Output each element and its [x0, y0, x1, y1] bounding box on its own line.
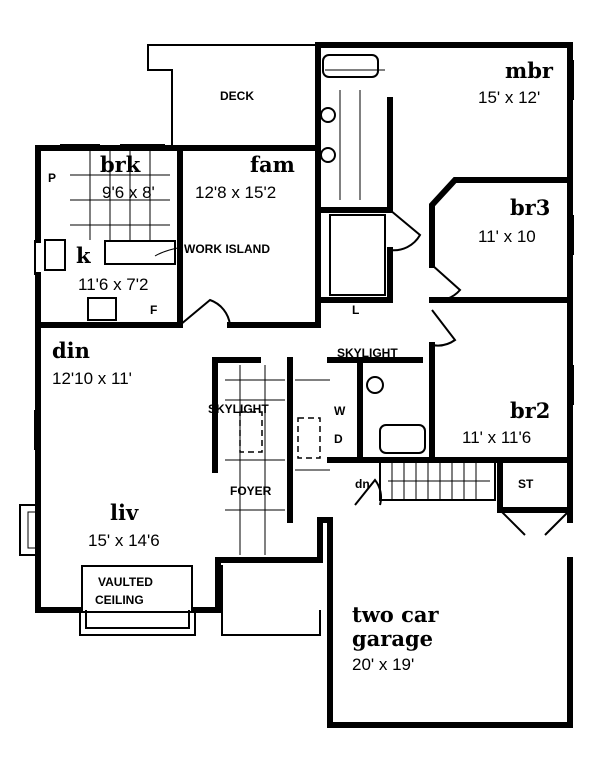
door-kitchen[interactable]: [179, 298, 231, 326]
brk-size: 9'6 x 8': [102, 183, 155, 202]
stairs-down-label: dn: [355, 477, 370, 491]
labels: DECK mbr 15' x 12' brk 9'6 x 8' fam 12'8…: [48, 58, 554, 674]
br2-name: br2: [510, 398, 550, 423]
work-island: [104, 240, 176, 265]
stairs: [379, 461, 496, 501]
bathtub: [322, 54, 379, 78]
foyer-label: FOYER: [230, 484, 272, 498]
liv-name: liv: [110, 500, 139, 525]
kitchen-size: 11'6 x 7'2: [78, 275, 148, 294]
vaulted-line1: VAULTED: [98, 575, 153, 589]
walls: [19, 42, 574, 728]
shower: [329, 214, 386, 296]
tub: [379, 424, 426, 454]
kitchen-name: k: [76, 243, 91, 268]
stove: [87, 297, 117, 321]
br3-size: 11' x 10: [478, 227, 536, 246]
windows: [34, 60, 574, 450]
door-storage[interactable]: [499, 509, 571, 536]
br3-name: br3: [510, 195, 550, 220]
door-br2[interactable]: [431, 309, 457, 347]
br2-size: 11' x 11'6: [462, 428, 531, 447]
door-mbr[interactable]: [389, 209, 422, 252]
garage-name-2: garage: [352, 626, 433, 651]
mbr-size: 15' x 12': [478, 88, 540, 107]
mbr-name: mbr: [505, 58, 554, 83]
liv-size: 15' x 14'6: [88, 531, 160, 550]
work-island-label: WORK ISLAND: [184, 242, 270, 256]
fam-size: 12'8 x 15'2: [195, 183, 276, 202]
door-br3[interactable]: [431, 264, 462, 302]
fridge-label: F: [150, 303, 157, 317]
sink: [44, 239, 66, 271]
pantry-label: P: [48, 171, 56, 185]
garage-name-1: two car: [352, 602, 439, 627]
skylight-hall: [297, 417, 321, 459]
deck-outline: [147, 44, 318, 148]
fireplace: [19, 504, 38, 556]
bay-window: [79, 610, 196, 636]
garage-size: 20' x 19': [352, 655, 414, 674]
door-garage[interactable]: [354, 478, 383, 506]
tile-pattern: [70, 69, 385, 555]
washer-label: W: [334, 404, 346, 418]
din-size: 12'10 x 11': [52, 369, 132, 388]
skylight-foyer-label: SKYLIGHT: [208, 402, 269, 416]
deck-label: DECK: [220, 89, 254, 103]
vaulted-ceiling-box: [81, 565, 193, 613]
brk-name: brk: [100, 152, 141, 177]
skylight-hall-label: SKYLIGHT: [337, 346, 398, 360]
din-name: din: [52, 338, 90, 363]
skylight-foyer: [239, 411, 263, 453]
storage-label: ST: [518, 477, 534, 491]
vaulted-line2: CEILING: [95, 593, 144, 607]
fam-name: fam: [250, 152, 295, 177]
linen-label: L: [352, 303, 359, 317]
dryer-label: D: [334, 432, 343, 446]
